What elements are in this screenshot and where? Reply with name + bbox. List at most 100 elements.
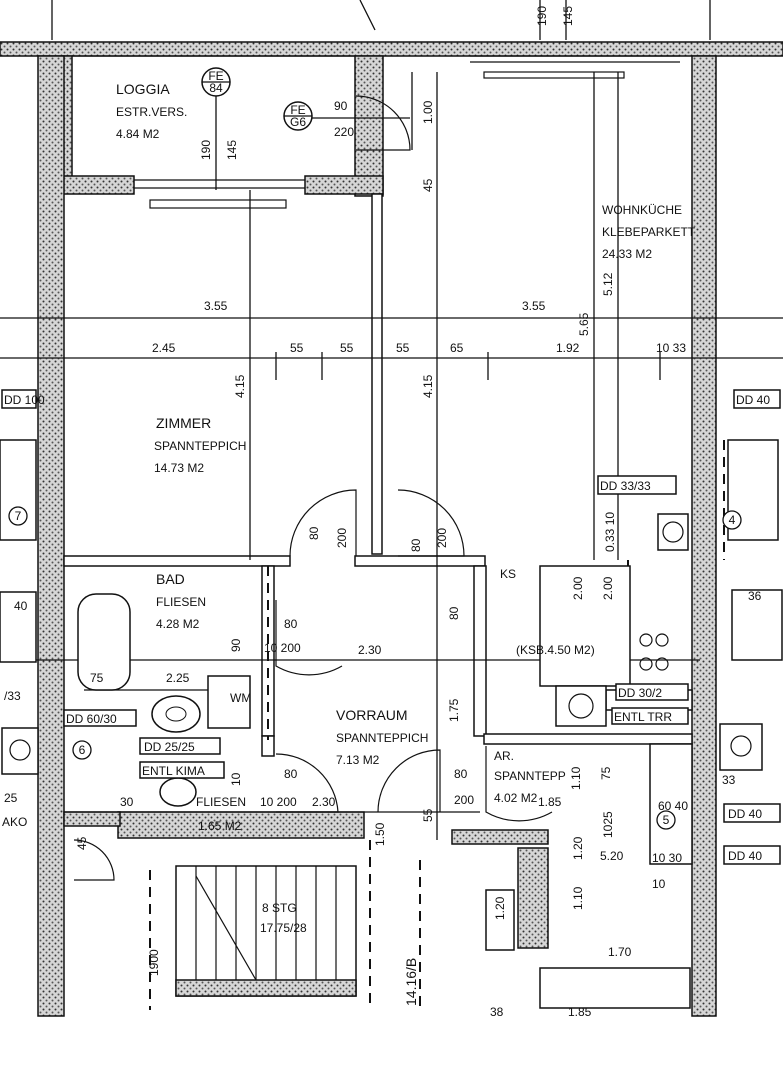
dim-text: 200 (335, 528, 349, 548)
dim-text: 1.75 (447, 698, 461, 722)
doors (73, 95, 553, 881)
dim-text: 40 (14, 599, 28, 613)
dim-text: 80 (307, 526, 321, 540)
dim-text: 145 (225, 140, 239, 160)
dim-text: 2.25 (166, 671, 190, 685)
dim-text: 90 (334, 99, 348, 113)
dim-text: 1.20 (571, 836, 585, 860)
room-abstellraum: AR. SPANNTEPP 4.02 M2 (494, 749, 566, 805)
dim-text: 55 (421, 808, 435, 822)
wm-label: WM (230, 691, 251, 705)
dim-text: 1.92 (556, 341, 580, 355)
fe-tag-g6: FE G6 (283, 101, 313, 131)
dim-text: 190 (199, 140, 213, 160)
zimmer-name: ZIMMER (156, 415, 211, 431)
dim-text: 10 (229, 772, 243, 786)
dimension-texts: 3.55 3.55 2.45 55 55 55 65 1.92 10 33 4.… (14, 6, 762, 1019)
stair-number-label: 14.16/B (403, 958, 419, 1006)
dim-text: 36 (748, 589, 762, 603)
marker-label: 5 (663, 813, 670, 827)
duct-label: DD 33/33 (600, 479, 651, 493)
dim-text: 1.85 (568, 1005, 592, 1019)
dim-text: 2.30 (358, 643, 382, 657)
dim-text: 4.15 (421, 374, 435, 398)
vorraum-name: VORRAUM (336, 707, 408, 723)
wohnkueche-finish: KLEBEPARKETT (602, 225, 696, 239)
stairs-label: 8 STG (262, 901, 297, 915)
dim-text: 55 (340, 341, 354, 355)
abstellraum-area: 4.02 M2 (494, 791, 538, 805)
dim-text: 1025 (601, 811, 615, 838)
dim-text: 38 (490, 1005, 504, 1019)
dim-text: 1.85 (538, 795, 562, 809)
stairs (175, 865, 357, 997)
dim-text: 55 (290, 341, 304, 355)
dim-text: 5.12 (601, 272, 615, 296)
dim-text: 3.55 (522, 299, 546, 313)
vorraum-finish: SPANNTEPPICH (336, 731, 428, 745)
dim-text: 90 (229, 638, 243, 652)
room-bad: BAD FLIESEN 4.28 M2 (156, 571, 206, 631)
bad-area: 4.28 M2 (156, 617, 200, 631)
dim-text: 80 (409, 538, 423, 552)
dim-text: 55 (396, 341, 410, 355)
fe-tag-84-bottom: 84 (209, 81, 223, 95)
dim-text: 80 (284, 767, 298, 781)
dim-text: 1.50 (373, 822, 387, 846)
duct-label: DD 60/30 (66, 712, 117, 726)
marker-label: 4 (729, 513, 736, 527)
duct-label: DD 40 (736, 393, 770, 407)
dim-text: 10 30 (652, 851, 682, 865)
bad-name: BAD (156, 571, 185, 587)
loggia-area: 4.84 M2 (116, 127, 160, 141)
duct-label: 25 (4, 791, 18, 805)
trim-label: 1900 (147, 949, 161, 976)
dim-text: 1.70 (608, 945, 632, 959)
duct-labels: DD 100 DD 40 DD 33/33 DD 30/2 ENTL TRR D… (1, 389, 781, 865)
duct-label: AKO (2, 815, 27, 829)
dim-text: 2.00 (601, 576, 615, 600)
dim-text: 145 (561, 6, 575, 26)
dim-text: 60 40 (658, 799, 688, 813)
duct-label: DD 40 (728, 807, 762, 821)
dim-text: 10 200 (260, 795, 297, 809)
dim-text: 1.10 (569, 766, 583, 790)
fe-tag-g6-bottom: G6 (290, 115, 306, 129)
dim-text: 1.20 (493, 896, 507, 920)
zimmer-finish: SPANNTEPPICH (154, 439, 246, 453)
dim-text: 200 (454, 793, 474, 807)
duct-label: DD 25/25 (144, 740, 195, 754)
zimmer-area: 14.73 M2 (154, 461, 204, 475)
dim-text: 4.15 (233, 374, 247, 398)
dim-text: 5.20 (600, 849, 624, 863)
walls (0, 41, 783, 1017)
vorraum-area: 7.13 M2 (336, 753, 380, 767)
dim-text: 65 (450, 341, 464, 355)
duct-label: /33 (4, 689, 21, 703)
duct-label: DD 100 (4, 393, 45, 407)
circle-markers: 7 4 6 5 (8, 506, 742, 830)
dim-text: 45 (75, 836, 89, 850)
fe-tag-84-top: FE (208, 69, 223, 83)
dim-text: 2.45 (152, 341, 176, 355)
dim-text: 30 (120, 795, 134, 809)
dim-text: 190 (535, 6, 549, 26)
stairs-dim-label: 17.75/28 (260, 921, 307, 935)
wohnkueche-name: WOHNKÜCHE (602, 203, 682, 217)
fe-tag-84: FE 84 (201, 67, 231, 97)
windows (72, 55, 680, 209)
duct-label: 33 (722, 773, 736, 787)
dim-text: 1.00 (421, 100, 435, 124)
dim-text: 2.30 (312, 795, 336, 809)
fixtures (0, 439, 783, 1009)
dim-text: 80 (454, 767, 468, 781)
room-wc: FLIESEN 1.65 M2 (196, 795, 246, 833)
bad-finish: FLIESEN (156, 595, 206, 609)
ks-label: KS (500, 567, 516, 581)
marker-label: 7 (15, 509, 22, 523)
ksb-label: (KSB.4.50 M2) (516, 643, 595, 657)
wc-finish: FLIESEN (196, 795, 246, 809)
room-vorraum: VORRAUM SPANNTEPPICH 7.13 M2 (336, 707, 428, 767)
dim-text: 3.55 (204, 299, 228, 313)
loggia-finish: ESTR.VERS. (116, 105, 187, 119)
